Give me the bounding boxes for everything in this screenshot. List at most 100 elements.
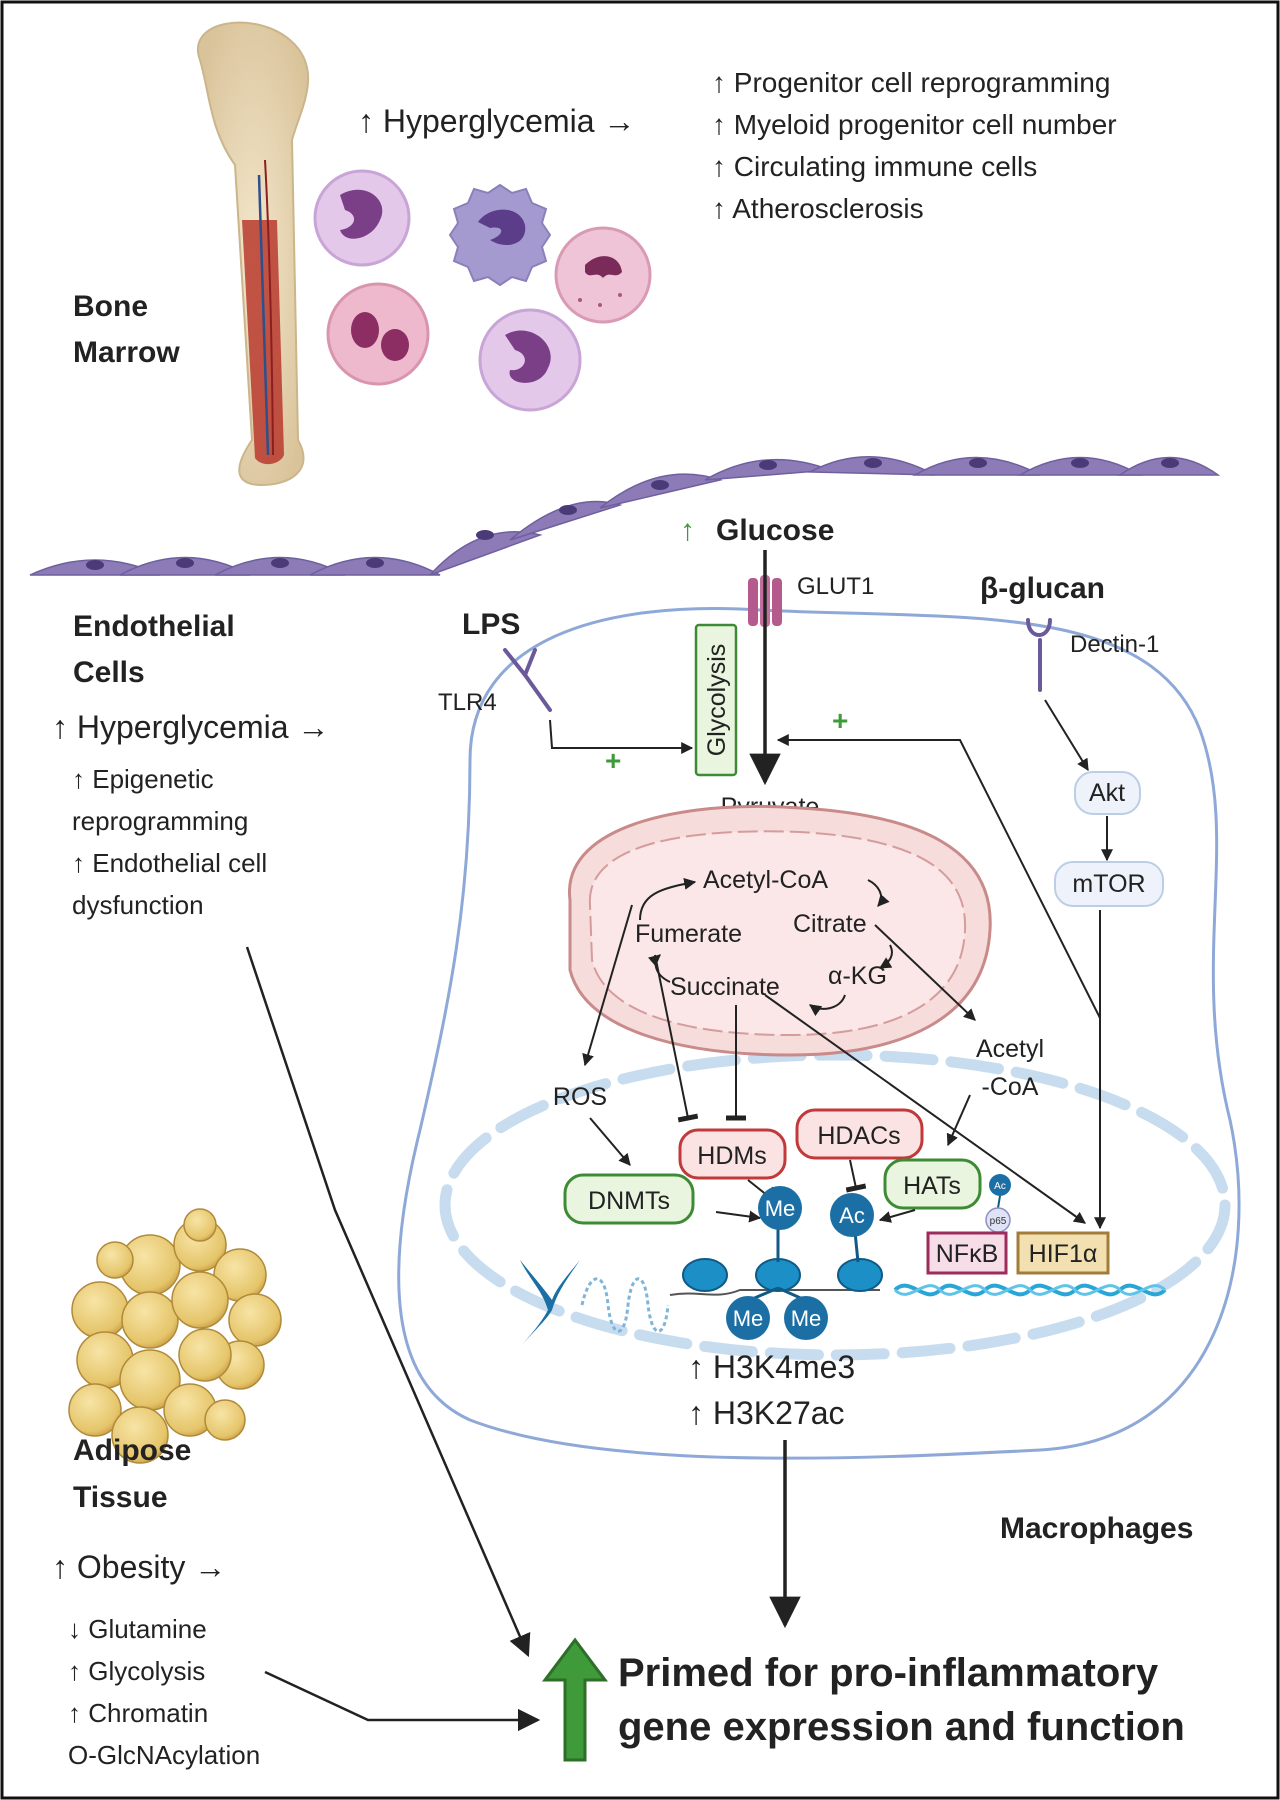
dectin1-receptor-icon <box>1026 618 1052 692</box>
tlr4-label: TLR4 <box>438 689 497 716</box>
ac-mark-label: Ac <box>839 1203 865 1228</box>
macrophage-membrane <box>397 607 1241 1460</box>
succinate-to-fumerate-arrow <box>647 954 671 983</box>
dnmts-to-me-arrow <box>715 1210 762 1223</box>
endothelial-effect: ↑ Endothelial cell <box>72 848 267 878</box>
tlr4-plus-sign: + <box>605 745 621 776</box>
mtor-node <box>1054 861 1164 907</box>
adipose-effect: O-GlcNAcylation <box>68 1740 260 1770</box>
nfkb-label: NFκB <box>936 1240 999 1268</box>
nucleosomes <box>682 1258 883 1292</box>
ac-tether <box>853 1231 860 1263</box>
fumerate-to-acetylcoa-arrow <box>639 877 697 921</box>
dnmts-box <box>563 1173 695 1225</box>
chromosome-icon <box>520 1260 580 1345</box>
endothelial-effect: dysfunction <box>72 890 204 920</box>
mtor-label: mTOR <box>1072 870 1145 898</box>
histone-mark-h3k4me3: ↑ H3K4me3 <box>688 1349 855 1385</box>
me-mark-left <box>726 1296 770 1340</box>
me-mark-left-label: Me <box>733 1306 764 1331</box>
acetylcoa-to-citrate-arrow <box>867 879 890 907</box>
acetylcoa-out-line2: -CoA <box>982 1073 1039 1101</box>
hdms-box <box>678 1128 787 1180</box>
tca-citrate: Citrate <box>793 910 867 938</box>
endothelial-effect: reprogramming <box>72 806 248 836</box>
adipose-effect: ↓ Glutamine <box>68 1614 207 1644</box>
tlr4-to-glycolysis-arrow <box>549 719 694 754</box>
bone-marrow-title-line2: Marrow <box>73 336 180 369</box>
glucose-label: Glucose <box>716 514 834 547</box>
immune-cell-eosinophil <box>326 282 430 386</box>
hdacs-label: HDACs <box>817 1122 900 1150</box>
dna-double-helix-2 <box>893 1284 1167 1296</box>
endothelial-nuclei <box>86 458 1179 570</box>
adipose-trigger: ↑ Obesity → <box>52 1549 226 1585</box>
endothelial-to-outcome-arrow <box>245 946 531 1658</box>
adipose-title-line2: Tissue <box>73 1481 168 1514</box>
akt-label: Akt <box>1089 779 1125 807</box>
fumerate-inhibits-hdms <box>654 954 699 1123</box>
immune-cell-neutrophil <box>313 169 411 267</box>
glycolysis-box <box>694 623 738 777</box>
outcome-line2: gene expression and function <box>618 1705 1185 1749</box>
outcome-big-green-arrow <box>542 1637 608 1762</box>
mitochondrion <box>568 804 992 1057</box>
adipose-effect: ↑ Glycolysis <box>68 1656 205 1686</box>
ac-small-mark <box>989 1174 1011 1196</box>
tca-fumerate: Fumerate <box>635 920 742 948</box>
glycolysis-label: Glycolysis <box>703 644 731 757</box>
nfkb-box <box>926 1231 1008 1275</box>
outcome-line1: Primed for pro-inflammatory <box>618 1651 1159 1695</box>
endothelial-trigger: ↑ Hyperglycemia → <box>52 709 329 745</box>
citrate-to-akg-arrow <box>878 944 893 969</box>
hdms-label: HDMs <box>697 1142 766 1170</box>
tca-succinate: Succinate <box>670 973 780 1001</box>
citrate-to-acetylcoa-out-arrow <box>874 924 976 1021</box>
bone-marrow-effect: ↑ Atherosclerosis <box>712 193 924 224</box>
tlr4-receptor-icon <box>503 648 552 712</box>
me-mark-right-label: Me <box>791 1306 822 1331</box>
hif1a-label: HIF1α <box>1029 1240 1098 1268</box>
hdacs-inhibits-ac <box>845 1159 867 1193</box>
lps-label: LPS <box>462 608 520 641</box>
adipose-title-line1: Adipose <box>73 1434 191 1467</box>
adipose-effect: ↑ Chromatin <box>68 1698 208 1728</box>
glut1-label: GLUT1 <box>797 573 874 600</box>
glucose-up-arrow: ↑ <box>680 514 695 547</box>
hats-to-ac-arrow <box>878 1209 916 1223</box>
me-mark-right <box>784 1296 828 1340</box>
mtor-plus-sign: + <box>832 705 848 736</box>
macrophages-label: Macrophages <box>1000 1512 1193 1545</box>
ros-to-dnmts-arrow <box>589 1117 631 1166</box>
nucleus-envelope <box>439 1049 1231 1361</box>
endothelial-layer <box>29 456 1221 576</box>
immune-cell-lymphocyte <box>478 308 582 412</box>
tca-akg: α-KG <box>828 962 887 990</box>
akt-node <box>1074 771 1141 815</box>
adipose-to-outcome-arrow <box>264 1670 541 1732</box>
ac-mark <box>830 1193 874 1237</box>
dnmts-label: DNMTs <box>588 1187 670 1215</box>
dectin-to-akt-arrow <box>1044 699 1089 772</box>
bone-marrow-trigger: ↑ Hyperglycemia → <box>358 103 635 139</box>
dna-strand-loops <box>580 1277 670 1333</box>
me-mark-top <box>758 1186 802 1230</box>
dectin1-label: Dectin-1 <box>1070 631 1159 658</box>
bone-marrow-effect: ↑ Progenitor cell reprogramming <box>712 67 1110 98</box>
histone-mark-h3k27ac: ↑ H3K27ac <box>688 1395 845 1431</box>
hdacs-box <box>795 1108 924 1160</box>
bone-marrow-title-line1: Bone <box>73 290 148 323</box>
akg-to-succinate-arrow <box>809 994 846 1017</box>
ac-small-label: Ac <box>994 1181 1006 1192</box>
acetylcoa-to-hats-arrow <box>946 1094 971 1147</box>
acetylcoa-out-line1: Acetyl <box>976 1035 1044 1063</box>
beta-glucan-label: β-glucan <box>980 572 1105 605</box>
bone-marrow-effect: ↑ Circulating immune cells <box>712 151 1037 182</box>
immune-cell-basophil <box>554 226 652 324</box>
me-mark-top-label: Me <box>765 1196 796 1221</box>
femur-illustration <box>196 21 310 487</box>
hats-box <box>883 1158 982 1210</box>
endothelial-title-line1: Endothelial <box>73 610 235 643</box>
